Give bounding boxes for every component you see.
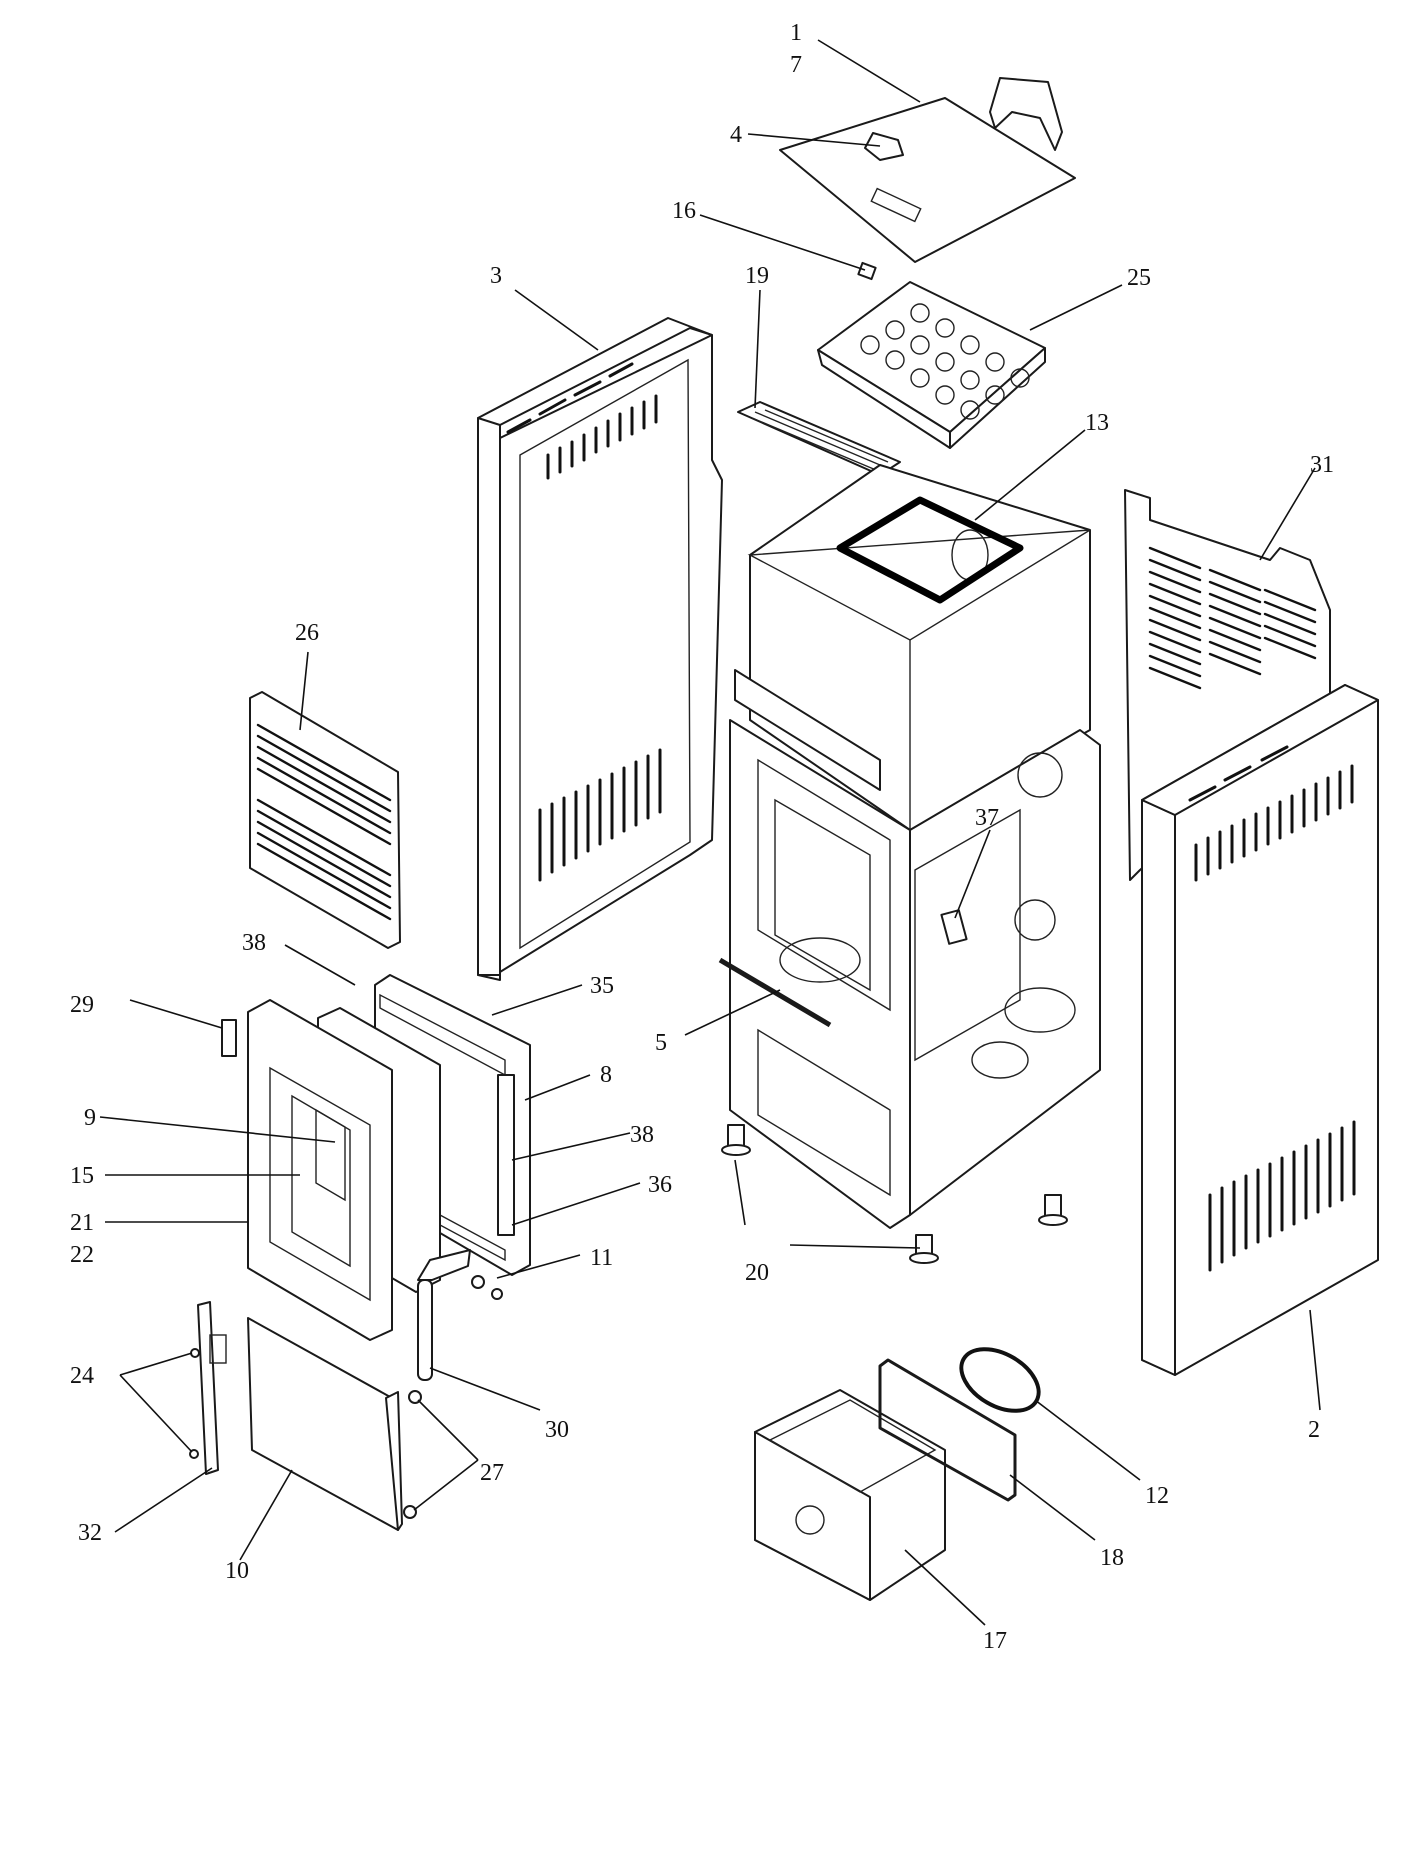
label-2: 2 bbox=[1308, 1417, 1320, 1443]
label-3: 3 bbox=[490, 263, 502, 289]
label-37: 37 bbox=[975, 805, 999, 831]
adjustable-feet-part bbox=[721, 1124, 1068, 1264]
label-15: 15 bbox=[70, 1163, 94, 1189]
label-25: 25 bbox=[1127, 265, 1151, 291]
label-4: 4 bbox=[730, 122, 742, 148]
left-side-panel-part bbox=[477, 317, 723, 981]
label-26: 26 bbox=[295, 620, 319, 646]
label-21: 21 bbox=[70, 1210, 94, 1236]
label-10: 10 bbox=[225, 1558, 249, 1584]
label-12: 12 bbox=[1145, 1483, 1169, 1509]
label-31: 31 bbox=[1310, 452, 1334, 478]
label-30: 30 bbox=[545, 1417, 569, 1443]
label-11: 11 bbox=[590, 1245, 613, 1271]
label-32: 32 bbox=[78, 1520, 102, 1546]
oval-gasket-part bbox=[959, 1347, 1041, 1413]
label-29: 29 bbox=[70, 992, 94, 1018]
label-18: 18 bbox=[1100, 1545, 1124, 1571]
label-35: 35 bbox=[590, 973, 614, 999]
bushing-part bbox=[403, 1505, 417, 1519]
ash-drawer-part bbox=[754, 1389, 946, 1601]
lower-door-part bbox=[247, 1317, 403, 1531]
clip-part bbox=[857, 261, 877, 281]
front-grille-part bbox=[249, 691, 401, 949]
label-19: 19 bbox=[745, 263, 769, 289]
top-gasket-part bbox=[836, 496, 1024, 604]
label-36: 36 bbox=[648, 1172, 672, 1198]
door-assembly-part bbox=[247, 999, 441, 1341]
stove-body-part bbox=[718, 464, 1101, 1229]
label-7: 7 bbox=[790, 52, 802, 78]
top-grille-part bbox=[737, 401, 901, 476]
label-24: 24 bbox=[70, 1363, 94, 1389]
label-27: 27 bbox=[480, 1460, 504, 1486]
label-1: 1 bbox=[790, 20, 802, 46]
label-16: 16 bbox=[672, 198, 696, 224]
label-8: 8 bbox=[600, 1062, 612, 1088]
right-side-panel-part bbox=[1141, 684, 1379, 1376]
honeycomb-tray-part bbox=[817, 281, 1046, 449]
leader-lines bbox=[99, 39, 1321, 1626]
label-22: 22 bbox=[70, 1242, 94, 1268]
hinge-part bbox=[221, 1019, 237, 1057]
door-handle-part bbox=[417, 1249, 471, 1381]
label-38a: 38 bbox=[242, 930, 266, 956]
part-labels: 1 7 4 16 19 25 3 13 31 26 37 38 35 29 5 … bbox=[70, 20, 1334, 1654]
label-38b: 38 bbox=[630, 1122, 654, 1148]
label-13: 13 bbox=[1085, 410, 1109, 436]
screws-part bbox=[471, 1275, 503, 1300]
hinge-bracket-part bbox=[189, 1301, 227, 1475]
drawer-gasket-part bbox=[878, 1358, 1017, 1502]
label-20: 20 bbox=[745, 1260, 769, 1286]
label-9: 9 bbox=[84, 1105, 96, 1131]
label-17: 17 bbox=[983, 1628, 1007, 1654]
label-5: 5 bbox=[655, 1030, 667, 1056]
top-lid-part bbox=[779, 77, 1076, 263]
